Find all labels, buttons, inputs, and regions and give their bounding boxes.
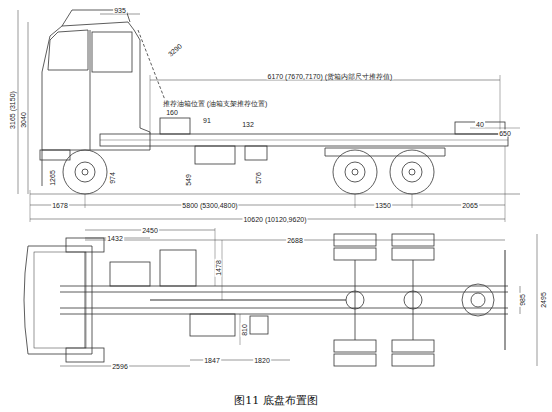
suspension xyxy=(325,148,445,156)
dimension-label: 6170 (7670,7170) (货箱内部尺寸推荐值) xyxy=(267,73,394,80)
dimension-label: 推荐油箱位置 (油箱支架推荐位置) xyxy=(162,100,269,107)
side-view xyxy=(18,10,520,222)
dimension-label: 10620 (10120,9620) xyxy=(242,216,307,223)
ground-line xyxy=(30,194,520,195)
frame-rail xyxy=(100,134,508,146)
dimension-label: 974 xyxy=(109,171,116,185)
tilt-arc xyxy=(138,30,165,100)
dimension-label: 132 xyxy=(241,121,255,128)
top-view xyxy=(24,228,537,366)
dimension-label: 1847 xyxy=(203,357,221,364)
dimension-label: 1350 xyxy=(374,202,392,209)
bumper xyxy=(40,150,70,160)
dimension-label: 91 xyxy=(202,117,212,124)
dimension-label: 810 xyxy=(241,323,248,337)
dimension-label: 3040 xyxy=(20,111,27,129)
dimension-label: 5800 (5300,4800) xyxy=(181,202,238,209)
dimension-label: 2065 xyxy=(461,202,479,209)
dimension-label: 40 xyxy=(475,121,485,128)
door-line xyxy=(90,30,91,150)
drive-shaft xyxy=(150,299,346,300)
dimension-label: 2495 xyxy=(540,291,547,309)
dimension-label: 1265 xyxy=(49,169,56,187)
dimension-label: 160 xyxy=(165,109,179,116)
dimension-label: 1432 xyxy=(106,235,124,242)
air-tank xyxy=(160,250,196,286)
dimension-label: 1820 xyxy=(253,357,271,364)
windshield xyxy=(48,30,88,70)
fuel-tank-plan xyxy=(190,314,235,336)
dimension-label: 2450 xyxy=(141,227,159,234)
battery-plan xyxy=(250,316,268,334)
engine-parts xyxy=(160,118,190,134)
dimension-label: 1478 xyxy=(215,259,222,277)
dimension-label: 650 xyxy=(498,130,512,137)
figure-caption: 图11 底盘布置图 xyxy=(234,393,318,408)
cab-plan xyxy=(24,246,92,354)
cab-outline xyxy=(42,22,150,186)
dimension-label: 576 xyxy=(255,171,262,185)
dimension-label: 1678 xyxy=(51,202,69,209)
dimension-label: 3290 xyxy=(166,42,184,59)
spare-tire xyxy=(462,284,494,316)
dimension-label: 2596 xyxy=(111,363,129,370)
dimension-label: 3165 (3150) xyxy=(9,90,16,130)
fuel-tank xyxy=(195,146,235,164)
battery-box xyxy=(245,146,267,160)
dimension-label: 935 xyxy=(113,7,127,14)
engine-plan xyxy=(110,262,150,286)
dimension-label: 2688 xyxy=(286,237,304,244)
dimension-label: 549 xyxy=(185,173,192,187)
door-window xyxy=(92,32,132,72)
dimension-label: 985 xyxy=(519,293,526,307)
